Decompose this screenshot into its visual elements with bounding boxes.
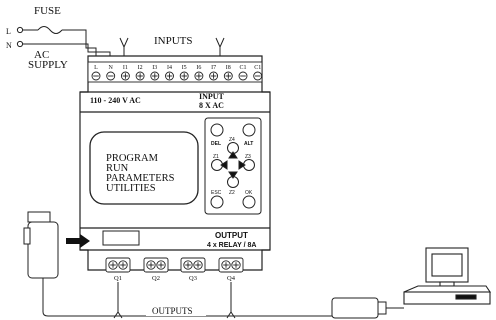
terminal-label: I7 xyxy=(211,65,216,71)
inputs-label: INPUTS xyxy=(154,35,193,47)
terminal-label: C1 xyxy=(239,65,246,71)
lcd-menu-item: RUN xyxy=(106,163,129,174)
keypad xyxy=(204,117,262,215)
terminal-label: L xyxy=(94,65,98,71)
voltage-label: 110 - 240 V AC xyxy=(90,96,141,105)
computer-icon xyxy=(403,247,492,305)
del-key-label: DEL xyxy=(211,141,221,147)
keyboard-top xyxy=(403,285,492,293)
keypad-panel xyxy=(204,117,262,215)
output-terminals xyxy=(105,257,244,273)
outputs-label: OUTPUTS xyxy=(152,306,193,316)
terminal-label: N xyxy=(109,65,114,71)
terminal-label: C1 xyxy=(254,65,261,71)
output-label: Q3 xyxy=(189,275,197,282)
arrow-up-icon xyxy=(228,151,238,159)
programming-cable xyxy=(23,211,404,319)
lcd-menu-item: PROGRAM xyxy=(106,153,159,164)
supply-label: SUPPLY xyxy=(28,59,68,71)
lcd-display xyxy=(89,131,199,205)
z1-key-label: Z1 xyxy=(213,154,219,160)
terminal-label: I4 xyxy=(167,65,172,71)
output-spec-line2: 4 x RELAY / 8A xyxy=(207,242,256,249)
output-label: Q1 xyxy=(114,275,122,282)
terminal-label: I2 xyxy=(138,65,143,71)
ok-key[interactable] xyxy=(242,195,256,209)
lcd-menu-item: PARAMETERS xyxy=(106,173,175,184)
arrow-right-icon xyxy=(238,160,246,170)
line-l-label: L xyxy=(6,27,11,36)
line-n-terminal xyxy=(16,40,24,48)
usb-connector xyxy=(27,221,59,279)
arrow-down-icon xyxy=(228,171,238,179)
line-l-terminal xyxy=(16,26,24,34)
expansion-slot xyxy=(102,230,140,246)
insert-arrow-icon xyxy=(66,234,90,248)
output-wiring xyxy=(113,282,236,319)
lcd-menu-item: UTILITIES xyxy=(106,183,156,194)
esc-key-label: ESC xyxy=(211,190,222,196)
input-spec-line2: 8 X AC xyxy=(199,101,224,110)
output-spec-line1: OUTPUT xyxy=(215,231,248,240)
z3-key-label: Z3 xyxy=(245,154,251,160)
output-label: Q2 xyxy=(152,275,160,282)
output-label: Q4 xyxy=(227,275,236,282)
input-spec-line1: INPUT xyxy=(199,92,225,101)
arrow-left-icon xyxy=(220,160,228,170)
computer-base xyxy=(403,291,491,305)
fuse-symbol xyxy=(37,26,63,34)
terminal-label: I5 xyxy=(182,65,187,71)
z2-key-label: Z2 xyxy=(229,190,235,196)
terminal-label: I8 xyxy=(226,65,231,71)
terminal-label: I6 xyxy=(196,65,201,71)
input-terminal-strip xyxy=(87,61,263,83)
serial-connector xyxy=(331,297,379,319)
usb-plug-tip xyxy=(27,211,51,223)
terminal-label: I1 xyxy=(123,65,128,71)
ok-key-label: OK xyxy=(245,190,253,196)
alt-key[interactable] xyxy=(242,123,256,137)
line-n-label: N xyxy=(6,41,12,50)
z4-key-label: Z4 xyxy=(229,137,235,143)
alt-key-label: ALT xyxy=(244,141,253,147)
terminal-label: I3 xyxy=(152,65,157,71)
ac-label: AC xyxy=(34,49,49,61)
del-key[interactable] xyxy=(210,123,224,137)
fuse-label: FUSE xyxy=(34,5,61,17)
esc-key[interactable] xyxy=(210,195,224,209)
